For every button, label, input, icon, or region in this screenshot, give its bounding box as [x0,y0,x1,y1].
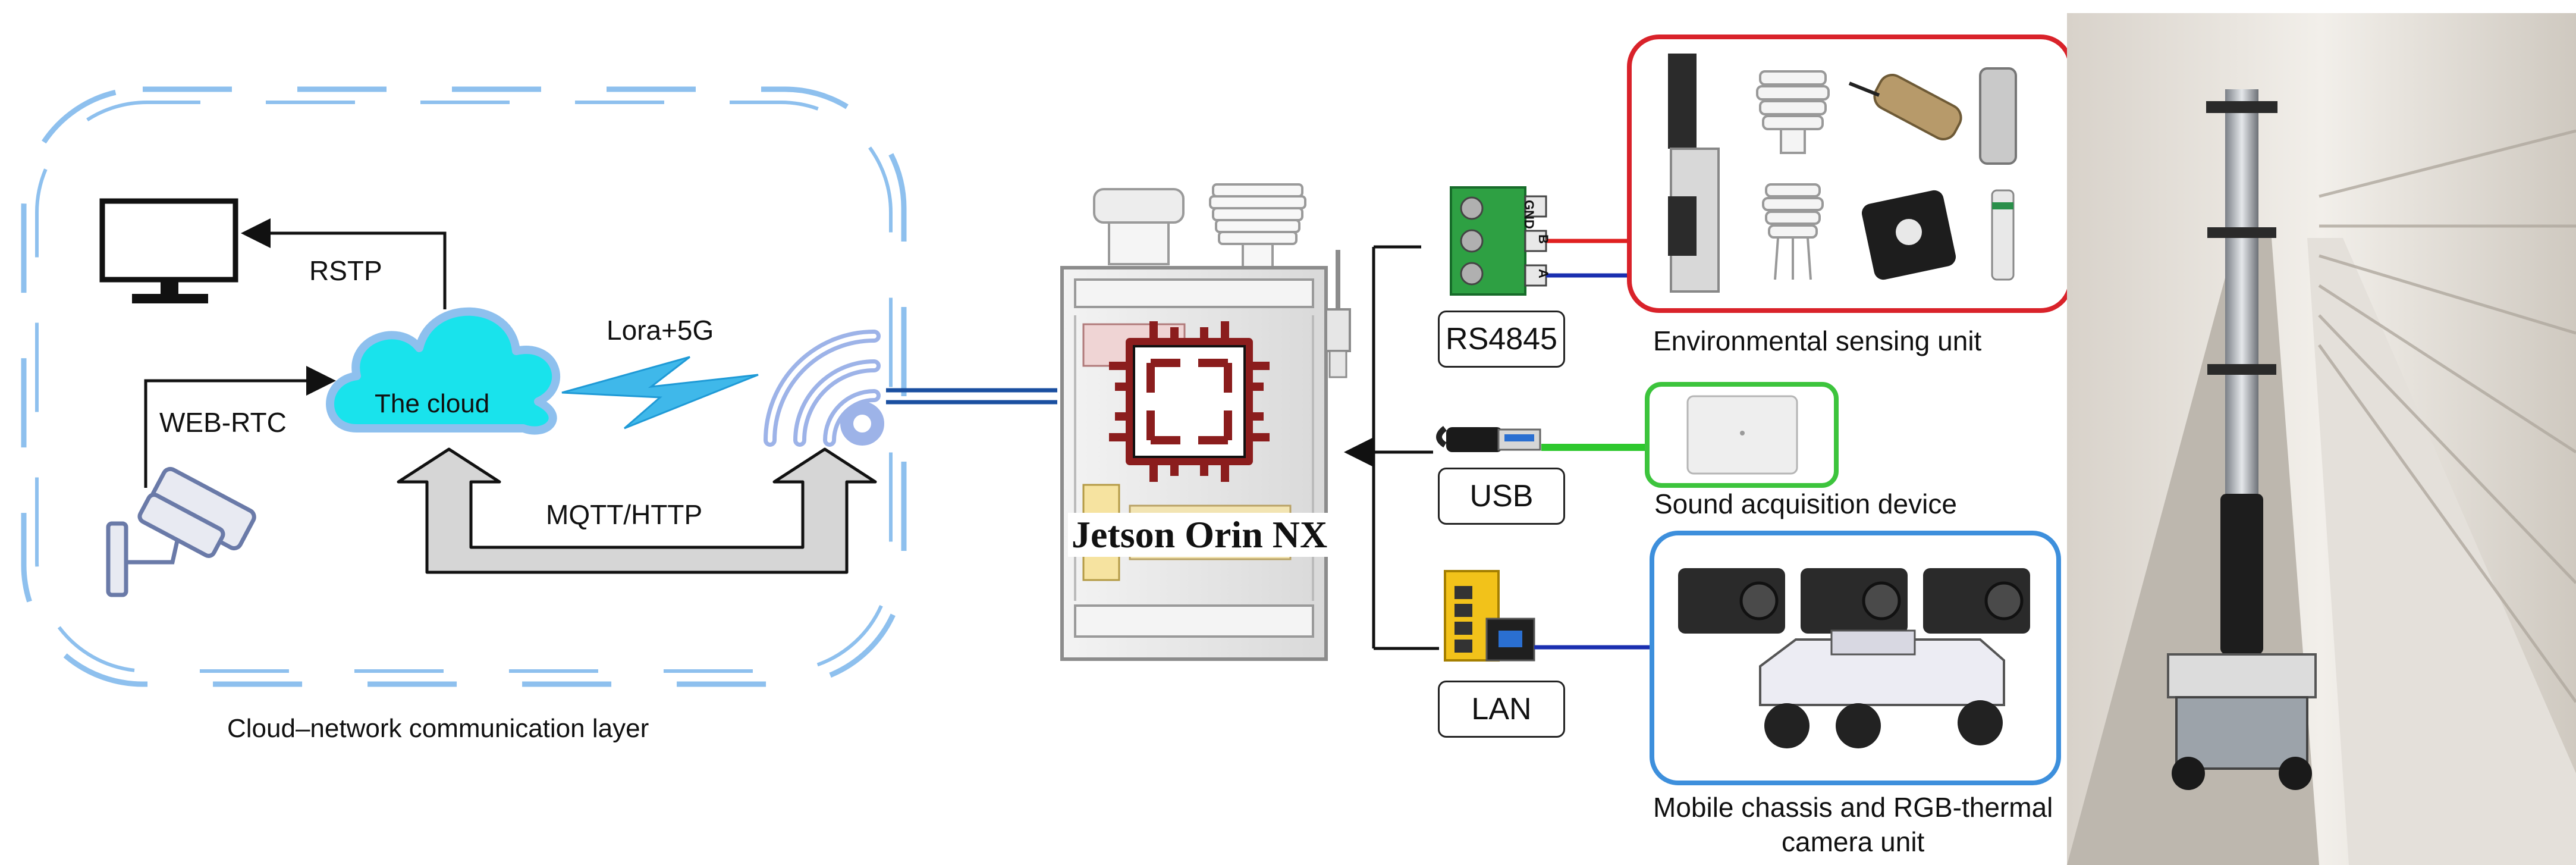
wifi-icon-inner [768,334,877,443]
environmental-unit-label: Environmental sensing unit [1653,325,1982,356]
lan-switch-icon [1444,570,1535,662]
terminal-pin-gnd: GND [1522,200,1537,229]
terminal-pin-b: B [1536,234,1551,244]
radiation-shield-icon [1756,70,1830,280]
usb-label: USB [1438,468,1565,525]
sound-unit-label: Sound acquisition device [1654,488,1957,519]
lightning-icon [561,356,759,430]
sound-device-icon [1686,395,1798,475]
lora-label: Lora+5G [607,315,714,346]
environmental-sensors [1668,54,2017,293]
surveillance-camera-icon [106,466,256,597]
small-probe-icon [1991,189,2015,281]
cloud-layer-title: Cloud–network communication layer [227,714,649,743]
thermal-camera-icons [1678,568,2030,634]
webrtc-label: WEB-RTC [159,407,287,438]
mobile-unit-label-line2: camera unit [1782,826,1925,857]
inspection-robot-icon [2167,89,2317,790]
rstp-arrow [241,218,447,309]
rstp-label: RSTP [309,255,382,286]
monitor-icon [99,198,238,303]
chip-icon-inner [1133,345,1246,458]
mqtt-label: MQTT/HTTP [546,499,703,530]
rs485-label: RS4845 [1438,311,1565,368]
jetson-label: Jetson Orin NX [1068,513,1331,557]
rs485-terminal [1450,186,1547,296]
cloud-label: The cloud [375,389,490,418]
light-sensor-icon [1861,190,1956,280]
interface-bus [1344,245,1439,650]
barn-photo [2067,13,2576,865]
mobile-chassis-icon [1759,629,2005,748]
cloud-icon [326,307,561,435]
cylinder-sensor-icon [1979,67,2017,165]
rs485-wires [1546,239,1635,278]
usb-cable-icon [1436,426,1541,452]
uplink-line [886,388,1057,405]
controller-cabinet [1060,183,1351,661]
cloud-layer-border [21,86,907,687]
lan-label: LAN [1438,681,1565,738]
probe-sensor-icon [1848,74,1962,140]
mobile-unit-label-line1: Mobile chassis and RGB-thermal [1653,792,2053,823]
terminal-pin-a: A [1536,269,1551,278]
webrtc-arrow [144,366,336,488]
mqtt-arrow [397,447,877,574]
chip-icon [1109,321,1270,482]
